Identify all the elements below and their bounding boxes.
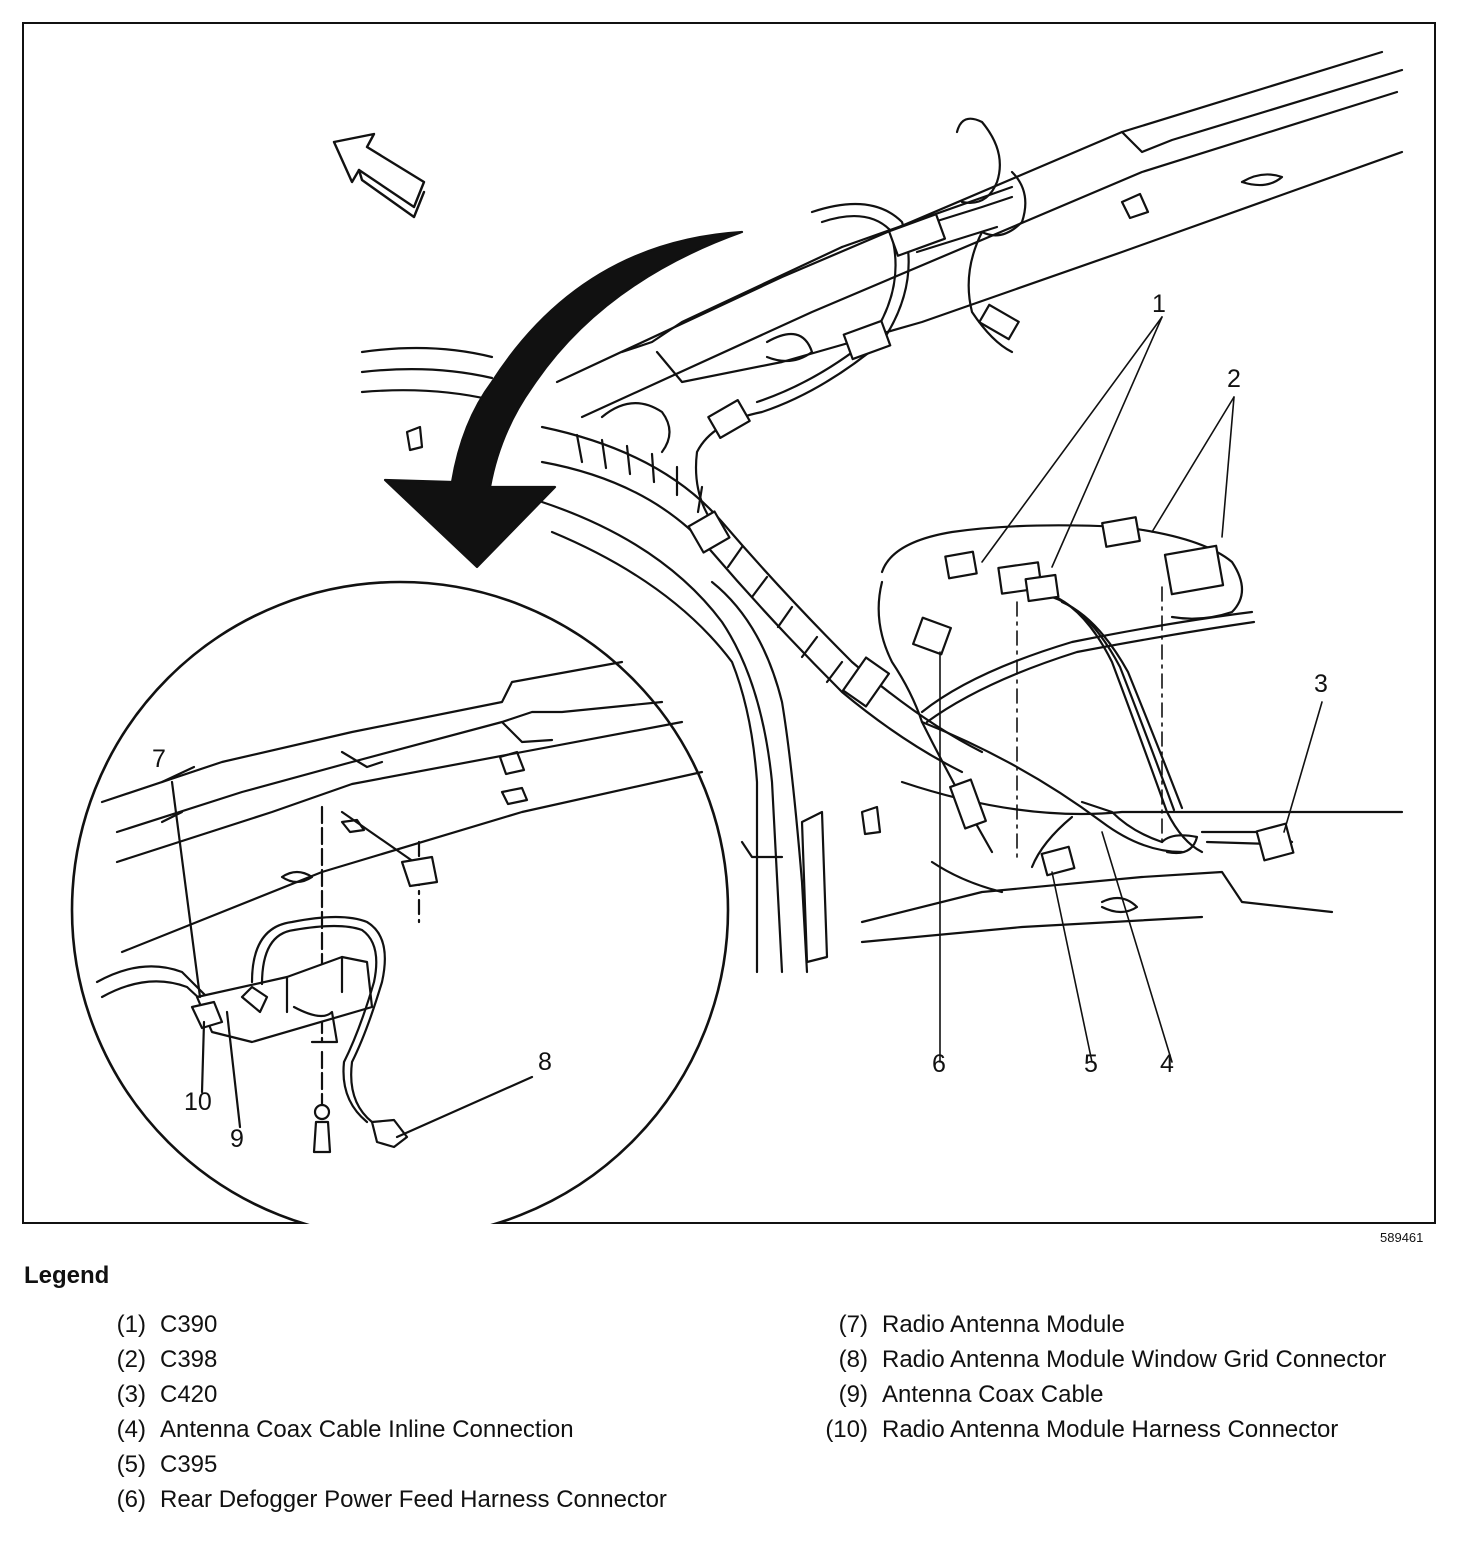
legend-number: (2) [116, 1346, 146, 1373]
wiring-harness [694, 117, 1294, 869]
legend-number: (3) [116, 1381, 146, 1408]
legend-number: (5) [116, 1451, 146, 1478]
legend-label: C395 [160, 1451, 218, 1478]
legend-number: (4) [116, 1416, 146, 1443]
legend-label: C390 [160, 1311, 218, 1338]
legend-label: C420 [160, 1381, 218, 1408]
legend-title: Legend [24, 1262, 110, 1289]
wiring-illustration: 1 2 3 4 5 6 7 8 9 10 [70, 50, 1404, 1224]
figure-number: 589461 [1380, 1230, 1424, 1245]
legend-item: (8) Radio Antenna Module Window Grid Con… [806, 1345, 1446, 1374]
legend-label: Antenna Coax Cable [882, 1381, 1104, 1408]
callout-1: 1 [1152, 290, 1166, 318]
legend-number: (9) [838, 1381, 868, 1408]
callout-leaders [939, 316, 1323, 1063]
zoom-detail-arrow-icon [383, 230, 744, 569]
legend-item: (1) C390 [84, 1310, 704, 1339]
legend-item: (5) C395 [84, 1450, 704, 1479]
legend-column-right: (7) Radio Antenna Module (8) Radio Anten… [806, 1310, 1446, 1450]
legend-item: (9) Antenna Coax Cable [806, 1380, 1446, 1409]
callout-4: 4 [1160, 1050, 1174, 1078]
callout-8: 8 [538, 1048, 552, 1076]
legend-item: (2) C398 [84, 1345, 704, 1374]
callout-2: 2 [1227, 365, 1241, 393]
legend-column-left: (1) C390 (2) C398 (3) C420 (4) Antenna C… [84, 1310, 704, 1520]
front-direction-arrow-icon [332, 132, 426, 219]
legend-number: (10) [825, 1416, 868, 1443]
legend-number: (1) [116, 1311, 146, 1338]
legend-label: Radio Antenna Module [882, 1311, 1125, 1338]
callout-6: 6 [932, 1050, 946, 1078]
legend-item: (7) Radio Antenna Module [806, 1310, 1446, 1339]
callout-7: 7 [152, 745, 166, 773]
legend-item: (3) C420 [84, 1380, 704, 1409]
legend-item: (4) Antenna Coax Cable Inline Connection [84, 1415, 704, 1444]
callout-9: 9 [230, 1125, 244, 1153]
legend-number: (8) [838, 1346, 868, 1373]
callout-labels: 1 2 3 4 5 6 7 8 9 10 [152, 290, 1328, 1153]
legend-item: (6) Rear Defogger Power Feed Harness Con… [84, 1485, 704, 1514]
legend-label: Radio Antenna Module Window Grid Connect… [882, 1346, 1387, 1373]
legend-number: (7) [838, 1311, 868, 1338]
legend-number: (6) [116, 1486, 146, 1513]
legend-label: Rear Defogger Power Feed Harness Connect… [160, 1486, 667, 1513]
harness-connectors [687, 213, 1295, 877]
callout-10: 10 [184, 1088, 212, 1116]
detail-view [70, 580, 730, 1224]
callout-5: 5 [1084, 1050, 1098, 1078]
legend-label: Radio Antenna Module Harness Connector [882, 1416, 1339, 1443]
legend-label: Antenna Coax Cable Inline Connection [160, 1416, 574, 1443]
legend-item: (10) Radio Antenna Module Harness Connec… [806, 1415, 1446, 1444]
body-structure [360, 50, 1404, 974]
callout-3: 3 [1314, 670, 1328, 698]
legend-label: C398 [160, 1346, 218, 1373]
